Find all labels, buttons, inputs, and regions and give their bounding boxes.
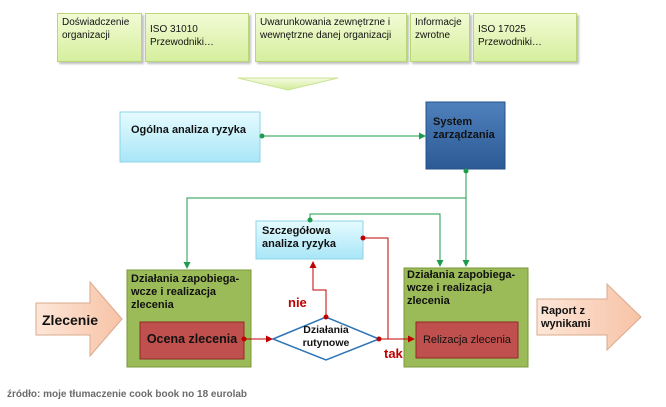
source-informacje: Informacje zwrotne (410, 13, 470, 62)
zlecenie-label: Zlecenie (42, 312, 99, 328)
source-uwarunkowania: Uwarunkowania zewnętrzne i wewnętrzne da… (255, 13, 407, 62)
raport-arrow (536, 282, 642, 352)
ocena-zlecenia-label: Ocena zlecenia (146, 332, 238, 346)
merge-down-arrow (237, 77, 339, 91)
edge-label-tak: tak (384, 346, 403, 361)
edge-szczegolowa-to-realizacja (363, 237, 389, 339)
edge-to-left-box (183, 197, 466, 269)
source-iso31010-label: ISO 31010 Przewodniki… (150, 24, 214, 48)
source-footnote: źródło: moje tłumaczenie cook book no 18… (7, 389, 248, 400)
source-iso17025: ISO 17025 Przewodniki… (473, 13, 577, 62)
system-zarzadzania-box (425, 101, 506, 170)
source-doswiadczenie-label: Doświadczenie organizacji (62, 17, 130, 41)
source-uwarunkowania-label: Uwarunkowania zewnętrzne i wewnętrzne da… (260, 17, 392, 41)
dzialania-left-label: Działania zapobiega-wcze i realizacja zl… (131, 273, 240, 312)
szczegolowa-analiza-box (255, 220, 364, 260)
ogolna-analiza-box (119, 111, 261, 163)
realizacja-zlecenia-label: Relizacja zlecenia (422, 334, 512, 346)
green-dots (259, 133, 469, 223)
dzialania-right-label: Działania zapobiega-wcze i realizacja zl… (407, 269, 516, 308)
realizacja-zlecenia-box (415, 321, 519, 359)
red-dots (241, 235, 382, 342)
source-doswiadczenie: Doświadczenie organizacji (57, 13, 142, 62)
ogolna-analiza-label: Ogólna analiza ryzyka (131, 124, 246, 136)
system-zarzadzania-label: System zarządzania (433, 116, 495, 142)
red-connectors (244, 237, 415, 343)
source-iso17025-label: ISO 17025 Przewodniki… (478, 24, 542, 48)
source-informacje-label: Informacje zwrotne (415, 17, 462, 41)
szczegolowa-analiza-label: Szczegółowa analiza ryzyka (262, 225, 336, 251)
raport-label: Raport z wynikami (541, 305, 591, 331)
dzialania-rutynowe-label: Działania rutynowe (302, 324, 350, 349)
zlecenie-arrow (35, 280, 123, 358)
edge-nie (309, 261, 327, 317)
source-iso31010: ISO 31010 Przewodniki… (145, 13, 249, 62)
edge-label-nie: nie (288, 295, 307, 310)
